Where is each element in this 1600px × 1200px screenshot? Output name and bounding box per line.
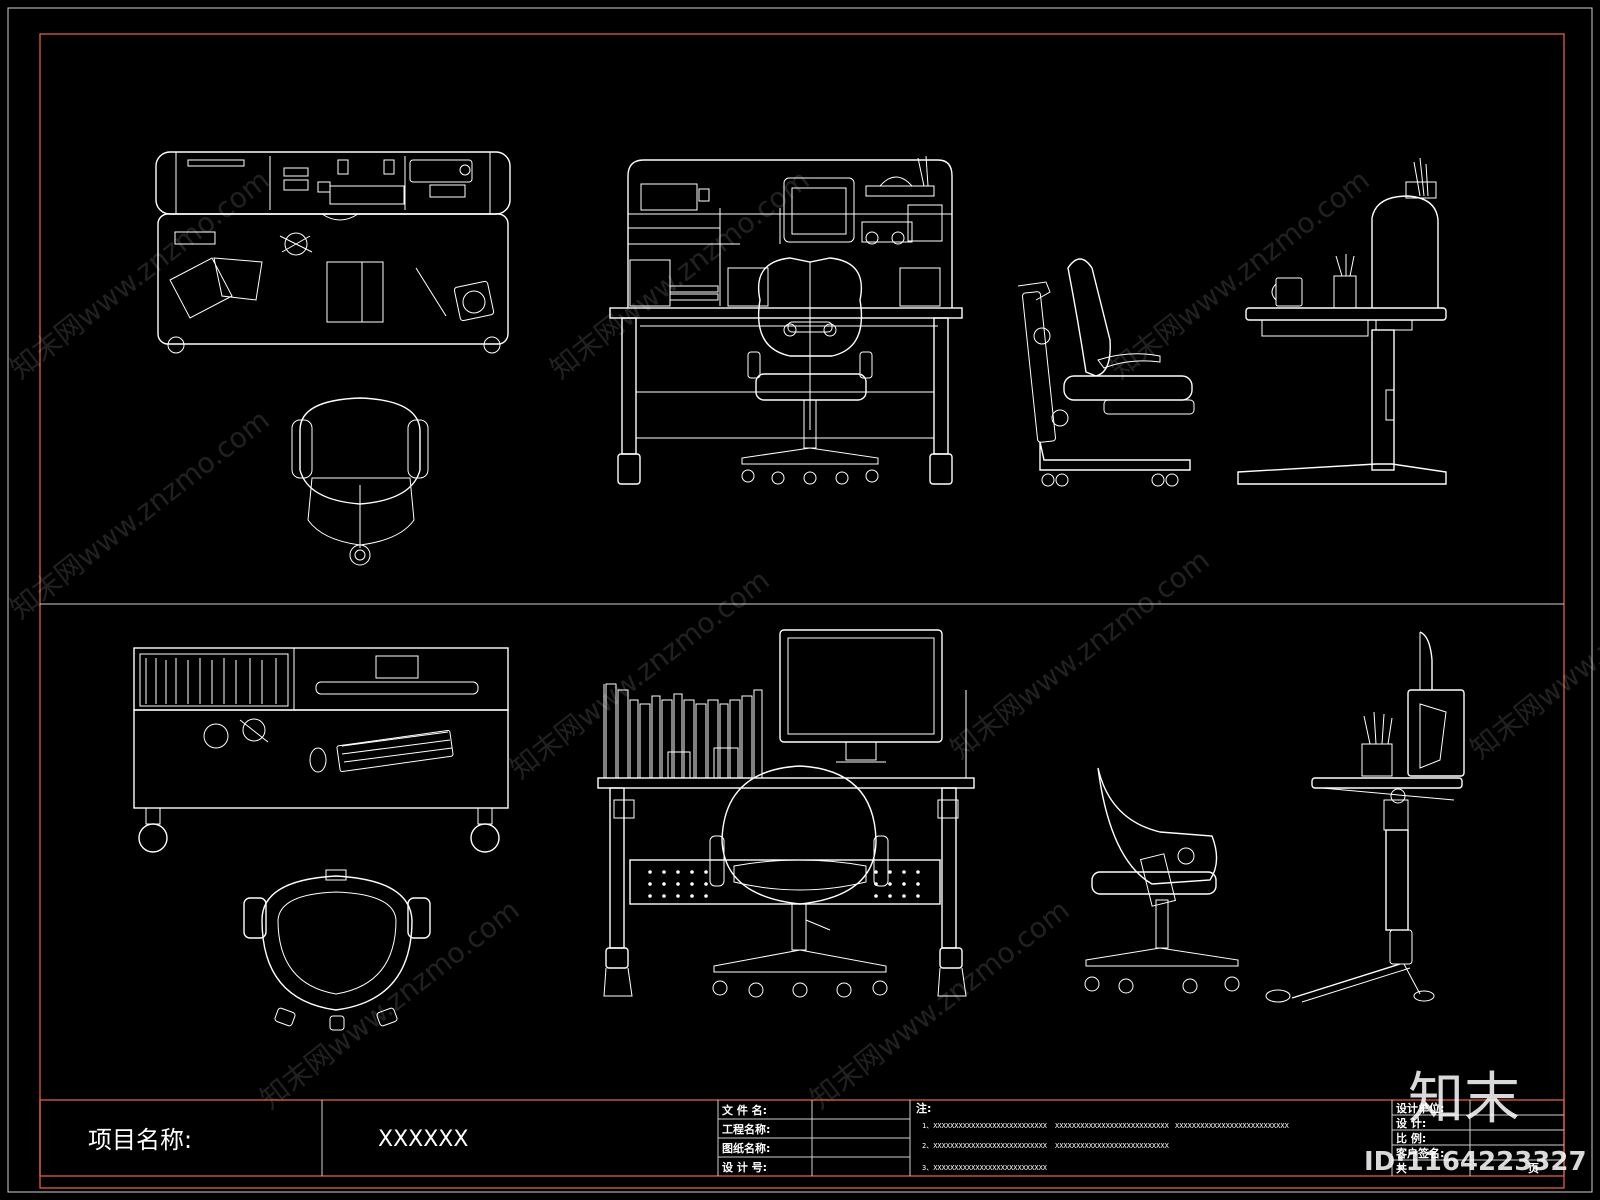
watermark-text: 知末网www.znzmo.com <box>1464 543 1600 765</box>
brand-watermark: 知末 <box>1408 1067 1520 1132</box>
watermark-text: 知末网www.znzmo.com <box>254 893 526 1115</box>
watermark-text: 知末网www.znzmo.com <box>544 163 816 385</box>
watermark-text: 知末网www.znzmo.com <box>4 403 276 625</box>
field-project-name: 工程名称: <box>722 1122 770 1136</box>
desk-front-elevation-2 <box>597 629 975 998</box>
field-design-number: 设 计 号: <box>722 1160 767 1174</box>
project-name-value: XXXXXX <box>378 1127 468 1152</box>
watermark-text: 知末网www.znzmo.com <box>804 893 1076 1115</box>
field-scale: 比 例: <box>1396 1131 1426 1145</box>
chair-side-elevation-2 <box>1084 767 1240 994</box>
field-client-signature: 客户签名: <box>1395 1146 1444 1160</box>
outer-border <box>7 7 1593 1193</box>
note-line: 2、XXXXXXXXXXXXXXXXXXXXXXXXXXX <box>922 1142 1048 1150</box>
note-line: XXXXXXXXXXXXXXXXXXXXXXXXXXX <box>1055 1122 1170 1130</box>
project-name-label: 项目名称: <box>88 1126 192 1154</box>
watermark-text: 知末网www.znzmo.com <box>1104 163 1376 385</box>
drawing-frame <box>39 33 1565 1189</box>
desk-side-elevation-1 <box>1237 157 1447 485</box>
watermark-layer: 知末网www.znzmo.com 知末网www.znzmo.com 知末网www… <box>4 163 1600 1115</box>
field-total-pages: 共 <box>1396 1161 1407 1175</box>
chair-side-elevation-1 <box>1017 258 1195 487</box>
image-id-watermark: ID:1164223327 <box>1364 1147 1587 1177</box>
chair-top-view-1 <box>291 397 429 566</box>
note-line: XXXXXXXXXXXXXXXXXXXXXXXXXXX <box>1055 1142 1170 1150</box>
title-block: 项目名称: XXXXXX 文 件 名: 工程名称: 图纸名称: 设 计 号: 注… <box>39 1099 1565 1177</box>
field-file-name: 文 件 名: <box>722 1103 767 1117</box>
note-line: XXXXXXXXXXXXXXXXXXXXXXXXXXX <box>1175 1122 1290 1130</box>
title-block-frame <box>39 1099 1565 1177</box>
note-line: 3、XXXXXXXXXXXXXXXXXXXXXXXXXXX <box>922 1164 1048 1172</box>
notes-label: 注: <box>916 1101 931 1115</box>
field-designer: 设 计: <box>1396 1116 1426 1130</box>
desk-top-view-2 <box>133 647 509 853</box>
chair-top-view-2 <box>243 869 431 1031</box>
field-drawing-name: 图纸名称: <box>722 1141 770 1155</box>
field-page-suffix: 页 <box>1528 1162 1539 1175</box>
watermark-text: 知末网www.znzmo.com <box>944 543 1216 765</box>
watermark-text: 知末网www.znzmo.com <box>4 163 276 385</box>
field-design-unit: 设计单位: <box>1396 1101 1444 1115</box>
desk-front-elevation-1 <box>609 155 963 485</box>
note-line: 1、XXXXXXXXXXXXXXXXXXXXXXXXXXX <box>922 1122 1048 1130</box>
desk-side-elevation-2 <box>1265 631 1465 1003</box>
desk-top-view-1 <box>155 151 511 354</box>
